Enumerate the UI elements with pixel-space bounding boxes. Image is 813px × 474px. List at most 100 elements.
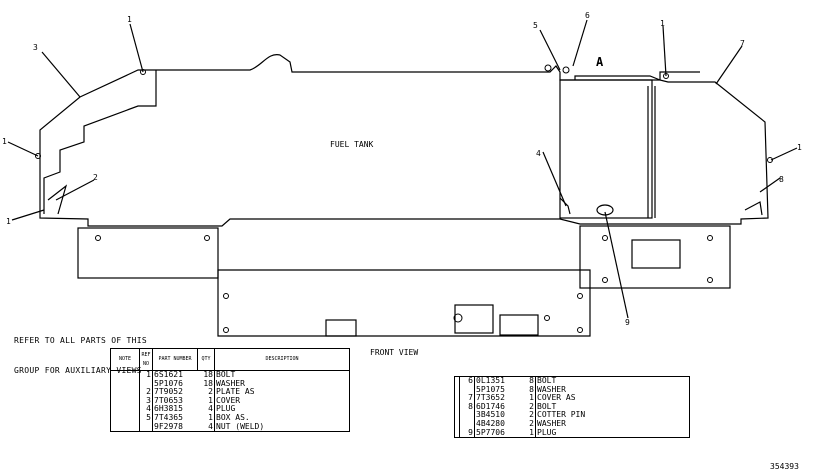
part-number-cell: 5P1076 bbox=[154, 378, 183, 388]
callout-1-bottom-left: 1 bbox=[6, 217, 11, 226]
note-cell bbox=[110, 379, 140, 389]
header-ref-no: REF NO bbox=[139, 348, 153, 371]
part-number-cell: 3B4510 bbox=[476, 410, 505, 420]
part-number-cell: 7T9052 bbox=[154, 387, 183, 397]
note-cell bbox=[454, 411, 460, 420]
note-line-1: REFER TO ALL PARTS OF THIS bbox=[14, 336, 148, 345]
part-number-cell: 0L1351 bbox=[476, 376, 505, 385]
qty-cell: 1 bbox=[519, 394, 536, 403]
qty-cell: 1 bbox=[197, 396, 215, 406]
note-cell bbox=[454, 402, 460, 412]
ref-no-cell: 3 bbox=[139, 396, 153, 406]
note-cell bbox=[110, 388, 140, 397]
part-number-cell: 6H3815 bbox=[154, 404, 183, 414]
part-number-cell: 6S1621 bbox=[154, 370, 183, 379]
description-cell: WASHER bbox=[537, 418, 566, 428]
view-label: FRONT VIEW bbox=[370, 348, 418, 357]
ref-no-cell: 1 bbox=[139, 370, 153, 380]
ref-no-cell bbox=[139, 422, 153, 432]
description-cell: BOX AS. bbox=[216, 412, 250, 422]
note-cell bbox=[454, 376, 460, 386]
qty-cell: 2 bbox=[519, 419, 536, 429]
description-cell: PLUG bbox=[216, 404, 236, 414]
tank-outline bbox=[39, 54, 769, 227]
header-qty: QTY bbox=[197, 348, 215, 371]
description-cell: PLATE AS bbox=[216, 387, 255, 397]
ref-no-cell bbox=[459, 411, 475, 420]
drawing-title: FUEL TANK bbox=[330, 140, 374, 149]
description-cell: BOLT bbox=[537, 376, 557, 385]
part-number-cell: 5P7706 bbox=[476, 427, 505, 437]
header-description: DESCRIPTION bbox=[214, 348, 350, 371]
detail-label: A bbox=[596, 55, 604, 69]
description-cell: WASHER bbox=[537, 384, 566, 394]
qty-cell: 1 bbox=[519, 428, 536, 438]
ref-no-cell: 2 bbox=[139, 388, 153, 397]
part-number-cell: 9F2978 bbox=[154, 421, 183, 431]
qty-cell: 4 bbox=[197, 405, 215, 414]
qty-cell: 4 bbox=[197, 422, 215, 432]
description-cell: COTTER PIN bbox=[537, 410, 586, 420]
callout-1-left: 1 bbox=[2, 137, 7, 146]
description-cell: COVER AS bbox=[537, 393, 576, 403]
ref-no-cell: 9 bbox=[459, 428, 475, 438]
ref-no-cell: 6 bbox=[459, 376, 475, 386]
ref-no-cell bbox=[459, 419, 475, 429]
description-cell: NUT (WELD) bbox=[216, 421, 265, 431]
ref-no-cell bbox=[459, 385, 475, 395]
qty-cell: 18 bbox=[197, 379, 215, 389]
callout-1-top-right: 1 bbox=[660, 19, 665, 28]
ref-no-cell: 5 bbox=[139, 413, 153, 423]
description-cell: PLUG bbox=[537, 427, 557, 437]
note-cell bbox=[110, 405, 140, 414]
qty-cell: 8 bbox=[519, 385, 536, 395]
description-cell: BOLT bbox=[216, 370, 236, 379]
callout-8: 8 bbox=[779, 175, 784, 184]
left-cover bbox=[43, 70, 157, 214]
note-cell bbox=[110, 413, 140, 423]
note-cell bbox=[454, 428, 460, 438]
lower-frame bbox=[217, 269, 591, 337]
part-number-cell: 4B4280 bbox=[476, 418, 505, 428]
header-part-number: PART NUMBER bbox=[152, 348, 198, 371]
part-number-cell: 7T0653 bbox=[154, 395, 183, 405]
note-cell bbox=[454, 394, 460, 403]
note-cell bbox=[454, 385, 460, 395]
qty-cell: 2 bbox=[519, 402, 536, 412]
callout-2: 2 bbox=[93, 173, 98, 182]
note-cell bbox=[110, 370, 140, 380]
callout-1-right: 1 bbox=[797, 143, 802, 152]
part-number-cell: 5P1075 bbox=[476, 384, 505, 394]
right-compartment bbox=[559, 79, 653, 219]
part-number-cell: 7T4365 bbox=[154, 412, 183, 422]
callout-1-top-left: 1 bbox=[127, 15, 132, 24]
right-mounting-plate bbox=[579, 225, 731, 289]
ref-no-cell: 4 bbox=[139, 405, 153, 414]
note-cell bbox=[454, 419, 460, 429]
ref-no-cell: 7 bbox=[459, 394, 475, 403]
callout-5: 5 bbox=[533, 21, 538, 30]
ref-no-cell: 8 bbox=[459, 402, 475, 412]
callout-3: 3 bbox=[33, 43, 38, 52]
description-cell: WASHER bbox=[216, 378, 245, 388]
drawing-number: 354393 bbox=[770, 462, 799, 471]
note-cell bbox=[110, 396, 140, 406]
qty-cell: 2 bbox=[197, 388, 215, 397]
callout-9: 9 bbox=[625, 318, 630, 327]
description-cell: COVER bbox=[216, 395, 241, 405]
header-note: NOTE bbox=[110, 348, 140, 371]
note-cell bbox=[110, 422, 140, 432]
